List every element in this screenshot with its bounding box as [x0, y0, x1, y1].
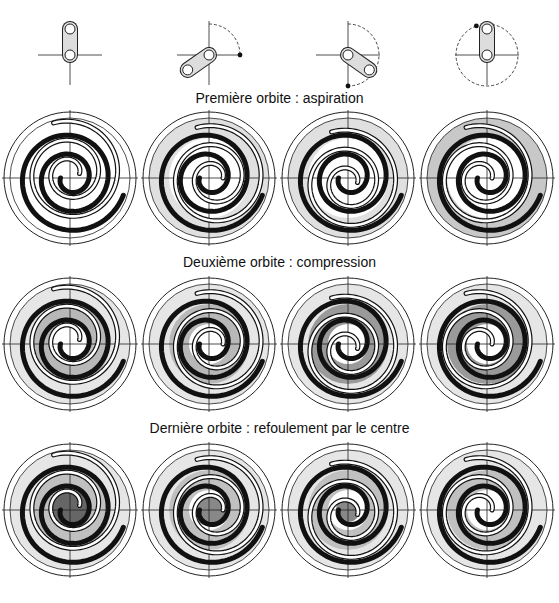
- orbiting-scroll: [32, 453, 118, 548]
- orbiting-scroll: [175, 126, 261, 221]
- orbiting-scroll: [32, 121, 118, 216]
- orbiting-scroll: [32, 287, 118, 382]
- orbiting-scroll: [175, 126, 261, 221]
- rotation-arc: [456, 24, 518, 86]
- orbiting-scroll: [444, 292, 530, 387]
- axis-line: [70, 276, 71, 412]
- crank-pin: [343, 50, 353, 60]
- axis-line: [487, 442, 488, 578]
- axis-line: [487, 276, 488, 412]
- axis-line: [209, 442, 210, 578]
- arrow-head: [346, 84, 351, 89]
- orbiting-scroll: [310, 130, 396, 225]
- arrow-head: [474, 23, 479, 28]
- crank-pin: [364, 65, 374, 75]
- orbiting-scroll: [175, 292, 261, 387]
- section-caption: Première orbite : aspiration: [0, 90, 559, 106]
- axis-line: [209, 276, 210, 412]
- orbiting-scroll: [310, 130, 396, 225]
- orbiting-scroll: [175, 292, 261, 387]
- section-caption: Deuxième orbite : compression: [0, 254, 559, 270]
- caption-text: Dernière orbite : refoulement par le cen…: [147, 420, 413, 436]
- orbiting-scroll: [175, 458, 261, 553]
- orbiting-scroll: [444, 458, 530, 553]
- axis-line: [70, 110, 71, 246]
- axis-line: [70, 442, 71, 578]
- crank-pin: [65, 50, 75, 60]
- crank-pin: [482, 24, 492, 34]
- orbiting-scroll: [32, 121, 118, 216]
- orbiting-scroll: [175, 458, 261, 553]
- axis-line: [209, 110, 210, 246]
- crank-pin: [65, 24, 75, 34]
- section-caption: Dernière orbite : refoulement par le cen…: [0, 420, 559, 436]
- crank-pin: [183, 65, 193, 75]
- orbiting-scroll: [310, 462, 396, 557]
- orbiting-scroll: [444, 126, 530, 221]
- axis-line: [487, 110, 488, 246]
- orbiting-scroll: [310, 296, 396, 391]
- orbiting-scroll: [444, 292, 530, 387]
- orbiting-scroll: [32, 453, 118, 548]
- orbiting-scroll: [444, 126, 530, 221]
- orbiting-scroll: [310, 462, 396, 557]
- orbiting-scroll: [444, 458, 530, 553]
- orbiting-scroll: [310, 296, 396, 391]
- caption-text: Première orbite : aspiration: [192, 90, 366, 106]
- orbiting-scroll: [32, 287, 118, 382]
- caption-text: Deuxième orbite : compression: [180, 254, 379, 270]
- crank-pin: [204, 50, 214, 60]
- crank-pin: [482, 50, 492, 60]
- arrow-head: [238, 53, 243, 58]
